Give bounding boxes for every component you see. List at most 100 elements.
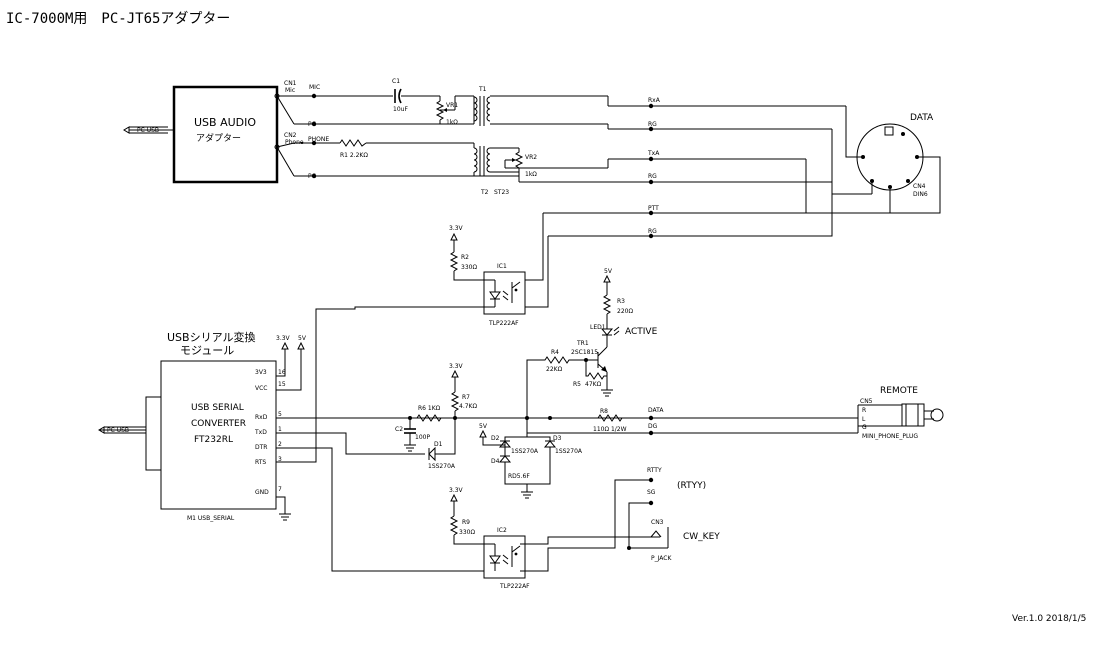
led1-label: LED1	[590, 324, 606, 331]
t2-label: T2	[480, 189, 489, 196]
d1-diode-icon	[428, 446, 436, 462]
t1-label: T1	[478, 86, 487, 93]
ic1-3v3-label: 3.3V	[449, 225, 464, 232]
r3-value: 220Ω	[617, 308, 633, 315]
active-5v-label: 5V	[604, 268, 613, 275]
pin-name-txd: TxD	[254, 429, 267, 436]
r2-label: R2	[461, 254, 469, 261]
usb-audio-label: USB AUDIO	[194, 116, 256, 129]
t2-transformer: T2 ST23	[473, 146, 509, 196]
pin-name-3v3: 3V3	[255, 369, 267, 376]
cn1-sub-label: Mic	[285, 87, 295, 94]
remote-plug: REMOTE CN5 R L G MINI_PHONE_PLUG	[836, 386, 944, 440]
net-txa-label: TxA	[647, 150, 660, 157]
ic1-photocoupler: IC1 TLP222AF	[483, 263, 526, 327]
cn1-label: CN1	[284, 80, 297, 87]
module-3v3-label: 3.3V	[276, 335, 291, 342]
module-title-1: USBシリアル変換	[167, 330, 255, 344]
ic2-part-label: TLP222AF	[499, 583, 530, 590]
ic2-label: IC2	[497, 527, 507, 534]
active-5v-arrow-icon	[603, 274, 611, 283]
r9-value: 330Ω	[459, 529, 475, 536]
ic1-drive: 3.3V R2 330Ω	[276, 225, 484, 463]
usb-audio-sub-label: アダプター	[196, 132, 241, 144]
pc-usb-label-audio: PC USB	[137, 127, 159, 134]
pin-name-gnd: GND	[255, 489, 269, 496]
vr1-value: 1kΩ	[446, 119, 458, 126]
vr2-value: 1kΩ	[525, 171, 537, 178]
pc-usb-arrow-icon-serial	[98, 426, 105, 434]
cn3-label: CN3	[651, 519, 664, 526]
net-ptt-label: PTT	[648, 205, 659, 212]
d2-5v-arrow-icon	[479, 429, 487, 438]
audio-wiring: C1 10uF VR1 1kΩ T1 RxA RG R1 2.2KΩ	[294, 78, 846, 196]
r1-label: R1 2.2KΩ	[340, 152, 368, 159]
p-jack-label: P_JACK	[651, 555, 672, 562]
net-rxa-label: RxA	[648, 97, 661, 104]
module-line-1: USB SERIAL	[191, 403, 244, 413]
ic1-part-label: TLP222AF	[488, 320, 519, 327]
net-data-label: DATA	[648, 407, 664, 414]
t1-transformer: T1	[473, 86, 491, 126]
net-rg-label-3: RG	[648, 228, 657, 235]
r4-value: 22KΩ	[546, 366, 563, 373]
r5-label: R5	[573, 381, 581, 388]
pin-num-rxd: 5	[278, 411, 282, 418]
r7-label: R7	[462, 394, 470, 401]
pin-num-vcc: 15	[278, 381, 286, 388]
remote-pin-g: G	[862, 424, 867, 431]
module-5v-label: 5V	[298, 335, 307, 342]
d1-label: D1	[434, 441, 443, 448]
active-label: ACTIVE	[625, 327, 658, 337]
serial-support-parts: 3.3V R7 4.7KΩ R6 1KΩ C2 100P D1 1SS270A …	[395, 363, 836, 499]
pc-usb-label-serial: PC USB	[107, 427, 129, 434]
c1-label: C1	[392, 78, 400, 85]
d2-part: 1SS270A	[511, 448, 539, 455]
din-cn4-label: CN4	[913, 183, 926, 190]
net-rtty-label: RTTY	[647, 467, 662, 474]
ptt-wiring: PTT RG	[520, 205, 659, 308]
d1-part: 1SS270A	[428, 463, 456, 470]
pin-num-rts: 3	[278, 456, 282, 463]
pc-usb-arrow-icon	[123, 126, 130, 134]
r7-3v3-label: 3.3V	[449, 363, 464, 370]
pin-num-3v3: 16	[278, 369, 286, 376]
vr1-wiper-icon	[443, 108, 447, 112]
remote-pin-r: R	[862, 407, 866, 414]
net-rg-label-1: RG	[648, 121, 657, 128]
ic1-label: IC1	[497, 263, 507, 270]
din-data-label: DATA	[910, 113, 934, 123]
pin-name-rts: RTS	[255, 459, 266, 466]
r6-label: R6 1KΩ	[418, 405, 441, 412]
net-sg-label: SG	[647, 489, 656, 496]
module-5v-arrow-icon	[297, 341, 305, 350]
d4-part: RD5.6F	[508, 473, 530, 480]
pin-num-txd: 1	[278, 426, 282, 433]
d3-part: 1SS270A	[555, 448, 583, 455]
module-3v3-arrow-icon	[281, 341, 289, 350]
mic-net-label: MIC	[309, 84, 320, 91]
d2-5v-label: 5V	[479, 423, 488, 430]
pin-name-vcc: VCC	[255, 385, 267, 392]
rtty-paren-label: (RTYY)	[677, 481, 706, 491]
c1-value: 10uF	[393, 106, 408, 113]
din6-connector: DATA CN4 DIN6	[543, 106, 941, 237]
r9-label: R9	[462, 519, 470, 526]
r3-label: R3	[617, 298, 625, 305]
usb-audio-adapter: USB AUDIO アダプター PC USB CN1 Mic CN2 Phone…	[123, 80, 329, 184]
net-dg-label: DG	[648, 423, 658, 430]
r4-label: R4	[551, 349, 559, 356]
din6-label: DIN6	[913, 191, 928, 198]
cn5-label: CN5	[860, 398, 873, 405]
version-label: Ver.1.0 2018/1/5	[1012, 614, 1086, 624]
phone-net-label: PHONE	[308, 136, 329, 143]
cn2-label: CN2	[284, 132, 297, 139]
remote-pin-l: L	[862, 416, 866, 423]
r8-value: 110Ω 1/2W	[593, 426, 627, 433]
tr1-label: TR1	[576, 340, 589, 347]
pin-name-rxd: RxD	[255, 414, 268, 421]
vr2-wiper-icon	[512, 158, 516, 162]
vr1-label: VR1	[446, 102, 458, 109]
r7-3v3-arrow-icon	[451, 369, 459, 378]
